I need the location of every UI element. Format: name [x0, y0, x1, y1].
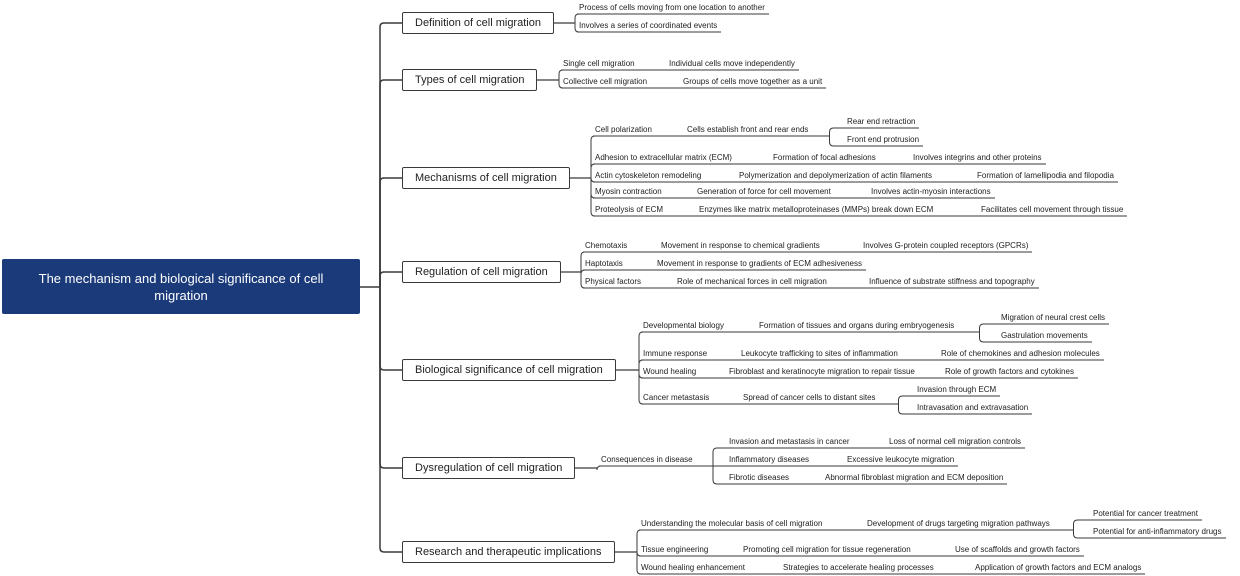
topic-node[interactable]: Collective cell migration	[563, 77, 648, 86]
topic-node[interactable]: Cell polarization	[595, 125, 652, 134]
topic-node[interactable]: Application of growth factors and ECM an…	[975, 563, 1142, 572]
topic-node[interactable]: Fibroblast and keratinocyte migration to…	[729, 367, 915, 376]
topic-node[interactable]: Wound healing enhancement	[641, 563, 745, 572]
branch-types[interactable]: Types of cell migration	[402, 69, 538, 91]
topic-node[interactable]: Polymerization and depolymerization of a…	[739, 171, 932, 180]
topic-node[interactable]: Potential for cancer treatment	[1093, 509, 1198, 518]
topic-node[interactable]: Immune response	[643, 349, 708, 358]
topic-node[interactable]: Role of chemokines and adhesion molecule…	[941, 349, 1100, 358]
topic-node[interactable]: Movement in response to chemical gradien…	[661, 241, 820, 250]
branch-definition[interactable]: Definition of cell migration	[402, 12, 554, 34]
connector-line	[596, 465, 602, 471]
topic-node[interactable]: Involves integrins and other proteins	[913, 153, 1042, 162]
topic-node[interactable]: Rear end retraction	[847, 117, 916, 126]
topic-node[interactable]: Involves G-protein coupled receptors (GP…	[863, 241, 1029, 250]
topic-node[interactable]: Single cell migration	[563, 59, 635, 68]
topic-node[interactable]: Role of growth factors and cytokines	[945, 367, 1074, 376]
topic-node[interactable]: Myosin contraction	[595, 187, 662, 196]
topic-node[interactable]: Groups of cells move together as a unit	[683, 77, 823, 86]
topic-node[interactable]: Spread of cancer cells to distant sites	[743, 393, 876, 402]
topic-node[interactable]: Enzymes like matrix metalloproteinases (…	[699, 205, 934, 214]
topic-node[interactable]: Chemotaxis	[585, 241, 628, 250]
connector-line	[1073, 530, 1091, 539]
connector-line	[580, 269, 586, 275]
connector-line	[379, 79, 402, 287]
topic-node[interactable]: Strategies to accelerate healing process…	[783, 563, 934, 572]
topic-node[interactable]: Loss of normal cell migration controls	[889, 437, 1022, 446]
topic-node[interactable]: Abnormal fibroblast migration and ECM de…	[825, 473, 1004, 482]
branch-dysregulation[interactable]: Dysregulation of cell migration	[402, 457, 576, 479]
topic-node[interactable]: Invasion and metastasis in cancer	[729, 437, 850, 446]
topic-node[interactable]: Formation of focal adhesions	[773, 153, 876, 162]
topic-node[interactable]: Invasion through ECM	[917, 385, 997, 394]
topic-node[interactable]: Movement in response to gradients of ECM…	[657, 259, 862, 268]
topic-node[interactable]: Process of cells moving from one locatio…	[579, 3, 765, 12]
topic-node[interactable]: Gastrulation movements	[1001, 331, 1088, 340]
branch-mechanisms[interactable]: Mechanisms of cell migration	[402, 167, 570, 189]
topic-node[interactable]: Front end protrusion	[847, 135, 920, 144]
connector-line	[829, 127, 845, 136]
topic-node[interactable]: Wound healing	[643, 367, 697, 376]
connector-line	[712, 447, 727, 466]
topic-node[interactable]: Inflammatory diseases	[729, 455, 810, 464]
topic-node[interactable]: Haptotaxis	[585, 259, 623, 268]
topic-node[interactable]: Involves actin-myosin interactions	[871, 187, 991, 196]
connector-line	[379, 271, 402, 287]
connector-line	[379, 177, 402, 287]
topic-node[interactable]: Development of drugs targeting migration…	[867, 519, 1050, 528]
connector-line	[829, 136, 845, 147]
topic-node[interactable]: Cells establish front and rear ends	[687, 125, 809, 134]
topic-node[interactable]: Cancer metastasis	[643, 393, 710, 402]
connector-line	[1073, 519, 1091, 530]
topic-node[interactable]: Use of scaffolds and growth factors	[955, 545, 1080, 554]
branch-regulation[interactable]: Regulation of cell migration	[402, 261, 561, 283]
topic-node[interactable]: Physical factors	[585, 277, 642, 286]
topic-node[interactable]: Individual cells move independently	[669, 59, 795, 68]
connector-line	[379, 287, 402, 553]
topic-node[interactable]: Influence of substrate stiffness and top…	[869, 277, 1035, 286]
topic-node[interactable]: Intravasation and extravasation	[917, 403, 1029, 412]
topic-node[interactable]: Leukocyte trafficking to sites of inflam…	[741, 349, 898, 358]
connector-line	[979, 332, 999, 343]
connector-line	[379, 22, 402, 287]
topic-node[interactable]: Adhesion to extracellular matrix (ECM)	[595, 153, 732, 162]
connector-line	[898, 395, 915, 404]
topic-node[interactable]: Consequences in disease	[601, 455, 693, 464]
connector-line	[898, 404, 915, 415]
root-topic[interactable]: The mechanism and biological significanc…	[2, 259, 360, 314]
branch-research[interactable]: Research and therapeutic implications	[402, 541, 615, 563]
topic-node[interactable]: Facilitates cell movement through tissue	[981, 205, 1124, 214]
topic-node[interactable]: Migration of neural crest cells	[1001, 313, 1106, 322]
topic-node[interactable]: Role of mechanical forces in cell migrat…	[677, 277, 827, 286]
connector-line	[379, 287, 402, 469]
topic-node[interactable]: Developmental biology	[643, 321, 724, 330]
topic-node[interactable]: Promoting cell migration for tissue rege…	[743, 545, 911, 554]
topic-node[interactable]: Involves a series of coordinated events	[579, 21, 718, 30]
topic-node[interactable]: Formation of tissues and organs during e…	[759, 321, 955, 330]
connector-line	[712, 466, 727, 485]
topic-node[interactable]: Generation of force for cell movement	[697, 187, 831, 196]
topic-node[interactable]: Actin cytoskeleton remodeling	[595, 171, 702, 180]
connector-line	[379, 287, 402, 371]
connector-line	[979, 323, 999, 332]
topic-node[interactable]: Fibrotic diseases	[729, 473, 790, 482]
topic-node[interactable]: Excessive leukocyte migration	[847, 455, 955, 464]
topic-node[interactable]: Formation of lamellipodia and filopodia	[977, 171, 1114, 180]
topic-node[interactable]: Understanding the molecular basis of cel…	[641, 519, 823, 528]
topic-node[interactable]: Tissue engineering	[641, 545, 709, 554]
branch-biological-significance[interactable]: Biological significance of cell migratio…	[402, 359, 616, 381]
topic-node[interactable]: Proteolysis of ECM	[595, 205, 664, 214]
topic-node[interactable]: Potential for anti-inflammatory drugs	[1093, 527, 1222, 536]
